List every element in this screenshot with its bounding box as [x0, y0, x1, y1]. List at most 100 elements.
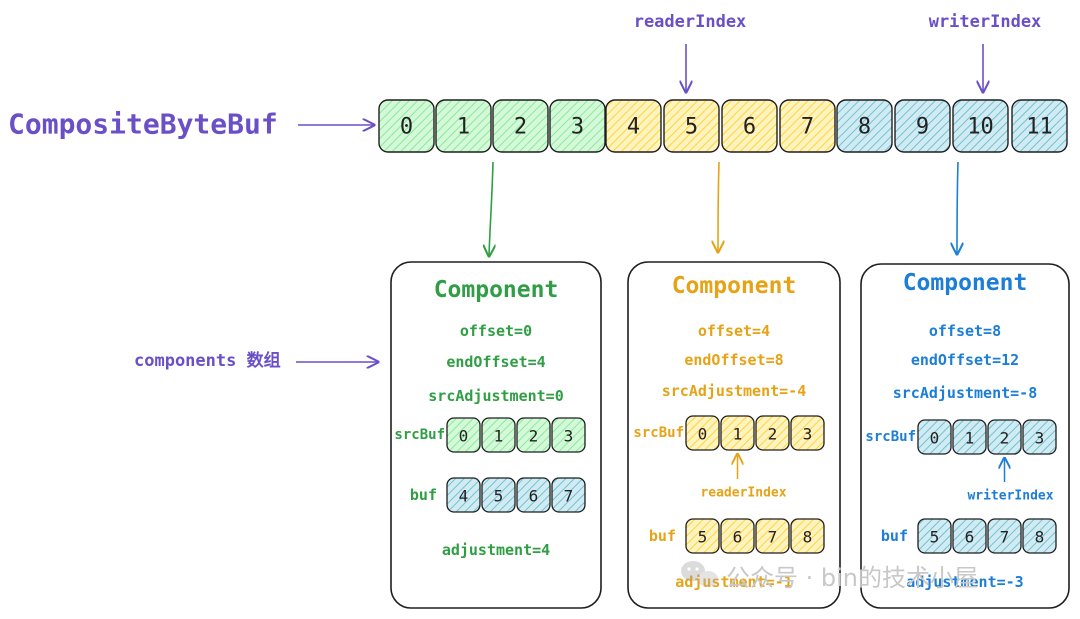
- main-cell-11: 11: [1011, 99, 1068, 153]
- buf-cell-1: 6: [720, 518, 755, 554]
- components-array-label: components 数组: [134, 350, 281, 371]
- src-buf-cell-1: 1: [481, 417, 516, 453]
- src-buf-cell-2: 2: [987, 419, 1022, 455]
- component-adjustment: adjustment=-3: [906, 573, 1023, 591]
- main-cell-8: 8: [836, 99, 893, 153]
- buf-cell-value: 6: [529, 487, 539, 506]
- component-offset: offset=8: [929, 322, 1001, 340]
- src-buf-cell-value: 1: [733, 425, 743, 444]
- src-buf-cell-value: 3: [1035, 429, 1045, 448]
- buf-cell-value: 8: [1035, 528, 1045, 547]
- src-buf-cell-2: 2: [755, 415, 790, 451]
- src-buf-cell-value: 2: [1000, 429, 1010, 448]
- main-cell-2: 2: [492, 99, 549, 153]
- buf-label: buf: [410, 486, 437, 504]
- buf-cell-value: 7: [768, 528, 778, 547]
- src-buf-cell-3: 3: [790, 415, 825, 451]
- pointer-label: writerIndex: [967, 489, 1053, 504]
- component-0-arrow: [489, 161, 493, 256]
- main-cell-value: 10: [967, 115, 994, 140]
- watermark-text: 公众号 · bin的技术小屋: [726, 564, 978, 592]
- buf-cell-value: 5: [930, 528, 940, 547]
- wechat-logo-icon: [681, 561, 718, 587]
- src-buf-label: srcBuf: [633, 425, 684, 441]
- component-title: Component: [434, 277, 559, 303]
- main-cell-value: 2: [514, 115, 527, 140]
- buf-cell-value: 6: [733, 528, 743, 547]
- src-buf-cell-3: 3: [551, 417, 586, 453]
- pointer-label: readerIndex: [700, 486, 786, 501]
- src-buf-cell-0: 0: [685, 415, 720, 451]
- src-buf-cell-value: 3: [803, 425, 813, 444]
- component-adjustment: adjustment=4: [442, 541, 550, 559]
- main-cell-3: 3: [549, 99, 606, 153]
- component-title: Component: [903, 270, 1028, 296]
- writer-index-label: writerIndex: [929, 12, 1042, 32]
- src-buf-cell-value: 0: [459, 427, 469, 446]
- src-buf-label: srcBuf: [394, 427, 445, 443]
- main-cell-6: 6: [721, 99, 778, 153]
- buf-cell-value: 5: [494, 487, 504, 506]
- src-buf-cell-2: 2: [516, 417, 551, 453]
- component-src-adjustment: srcAdjustment=-8: [893, 384, 1038, 402]
- main-cell-value: 1: [457, 115, 470, 140]
- buf-cell-1: 6: [952, 518, 987, 554]
- component-end-offset: endOffset=8: [684, 351, 783, 369]
- buf-cell-0: 5: [917, 518, 952, 554]
- component-offset: offset=0: [460, 322, 532, 340]
- watermark: 公众号 · bin的技术小屋: [681, 561, 978, 592]
- buf-label: buf: [649, 527, 676, 545]
- buf-cell-0: 4: [446, 477, 481, 513]
- src-buf-cell-value: 2: [768, 425, 778, 444]
- main-cell-5: 5: [663, 99, 720, 153]
- component-2: Component offset=8 endOffset=12 srcAdjustme…: [860, 263, 1070, 609]
- main-cell-value: 9: [916, 115, 929, 140]
- buf-cell-2: 7: [755, 518, 790, 554]
- main-cell-value: 0: [400, 115, 413, 140]
- component-title: Component: [672, 273, 797, 299]
- buf-cell-3: 8: [1022, 518, 1057, 554]
- buf-cell-3: 8: [790, 518, 825, 554]
- buf-cell-1: 5: [481, 477, 516, 513]
- src-buf-cell-value: 3: [564, 427, 574, 446]
- src-buf-cell-3: 3: [1022, 419, 1057, 455]
- buf-cell-value: 8: [803, 528, 813, 547]
- src-buf-cell-value: 0: [698, 425, 708, 444]
- main-cell-10: 10: [952, 99, 1009, 153]
- src-buf-cell-0: 0: [917, 419, 952, 455]
- main-cell-value: 7: [801, 115, 814, 140]
- component-offset: offset=4: [698, 322, 770, 340]
- buf-cell-2: 7: [987, 518, 1022, 554]
- component-1-arrow: [718, 161, 719, 252]
- component-end-offset: endOffset=4: [446, 353, 545, 371]
- buf-label: buf: [881, 527, 908, 545]
- src-buf-cell-0: 0: [446, 417, 481, 453]
- src-buf-cell-value: 1: [965, 429, 975, 448]
- buf-cell-0: 5: [685, 518, 720, 554]
- main-cell-9: 9: [894, 99, 951, 153]
- buf-cell-2: 6: [516, 477, 551, 513]
- buf-cell-value: 5: [698, 528, 708, 547]
- main-cell-7: 7: [779, 99, 836, 153]
- src-buf-label: srcBuf: [865, 429, 916, 445]
- component-1: Component offset=4 endOffset=8 srcAdjustmen…: [627, 261, 841, 609]
- src-buf-cell-1: 1: [720, 415, 755, 451]
- src-buf-cell-value: 1: [494, 427, 504, 446]
- main-cell-4: 4: [605, 99, 662, 153]
- src-buf-cell-value: 0: [930, 429, 940, 448]
- component-src-adjustment: srcAdjustment=0: [428, 387, 563, 405]
- components-group: Component offset=0 endOffset=4 srcAdjustmen…: [390, 261, 1070, 609]
- main-cell-value: 5: [685, 115, 698, 140]
- main-cell-value: 8: [858, 115, 871, 140]
- component-src-adjustment: srcAdjustment=-4: [662, 382, 807, 400]
- main-cell-value: 3: [571, 115, 584, 140]
- composite-bytebuf-title: CompositeByteBuf: [8, 108, 278, 141]
- buf-cell-value: 4: [459, 487, 469, 506]
- buf-cell-value: 7: [564, 487, 574, 506]
- buf-cell-3: 7: [551, 477, 586, 513]
- main-cell-0: 0: [378, 99, 435, 153]
- component-end-offset: endOffset=12: [911, 351, 1019, 369]
- src-buf-cell-value: 2: [529, 427, 539, 446]
- buf-cell-value: 6: [965, 528, 975, 547]
